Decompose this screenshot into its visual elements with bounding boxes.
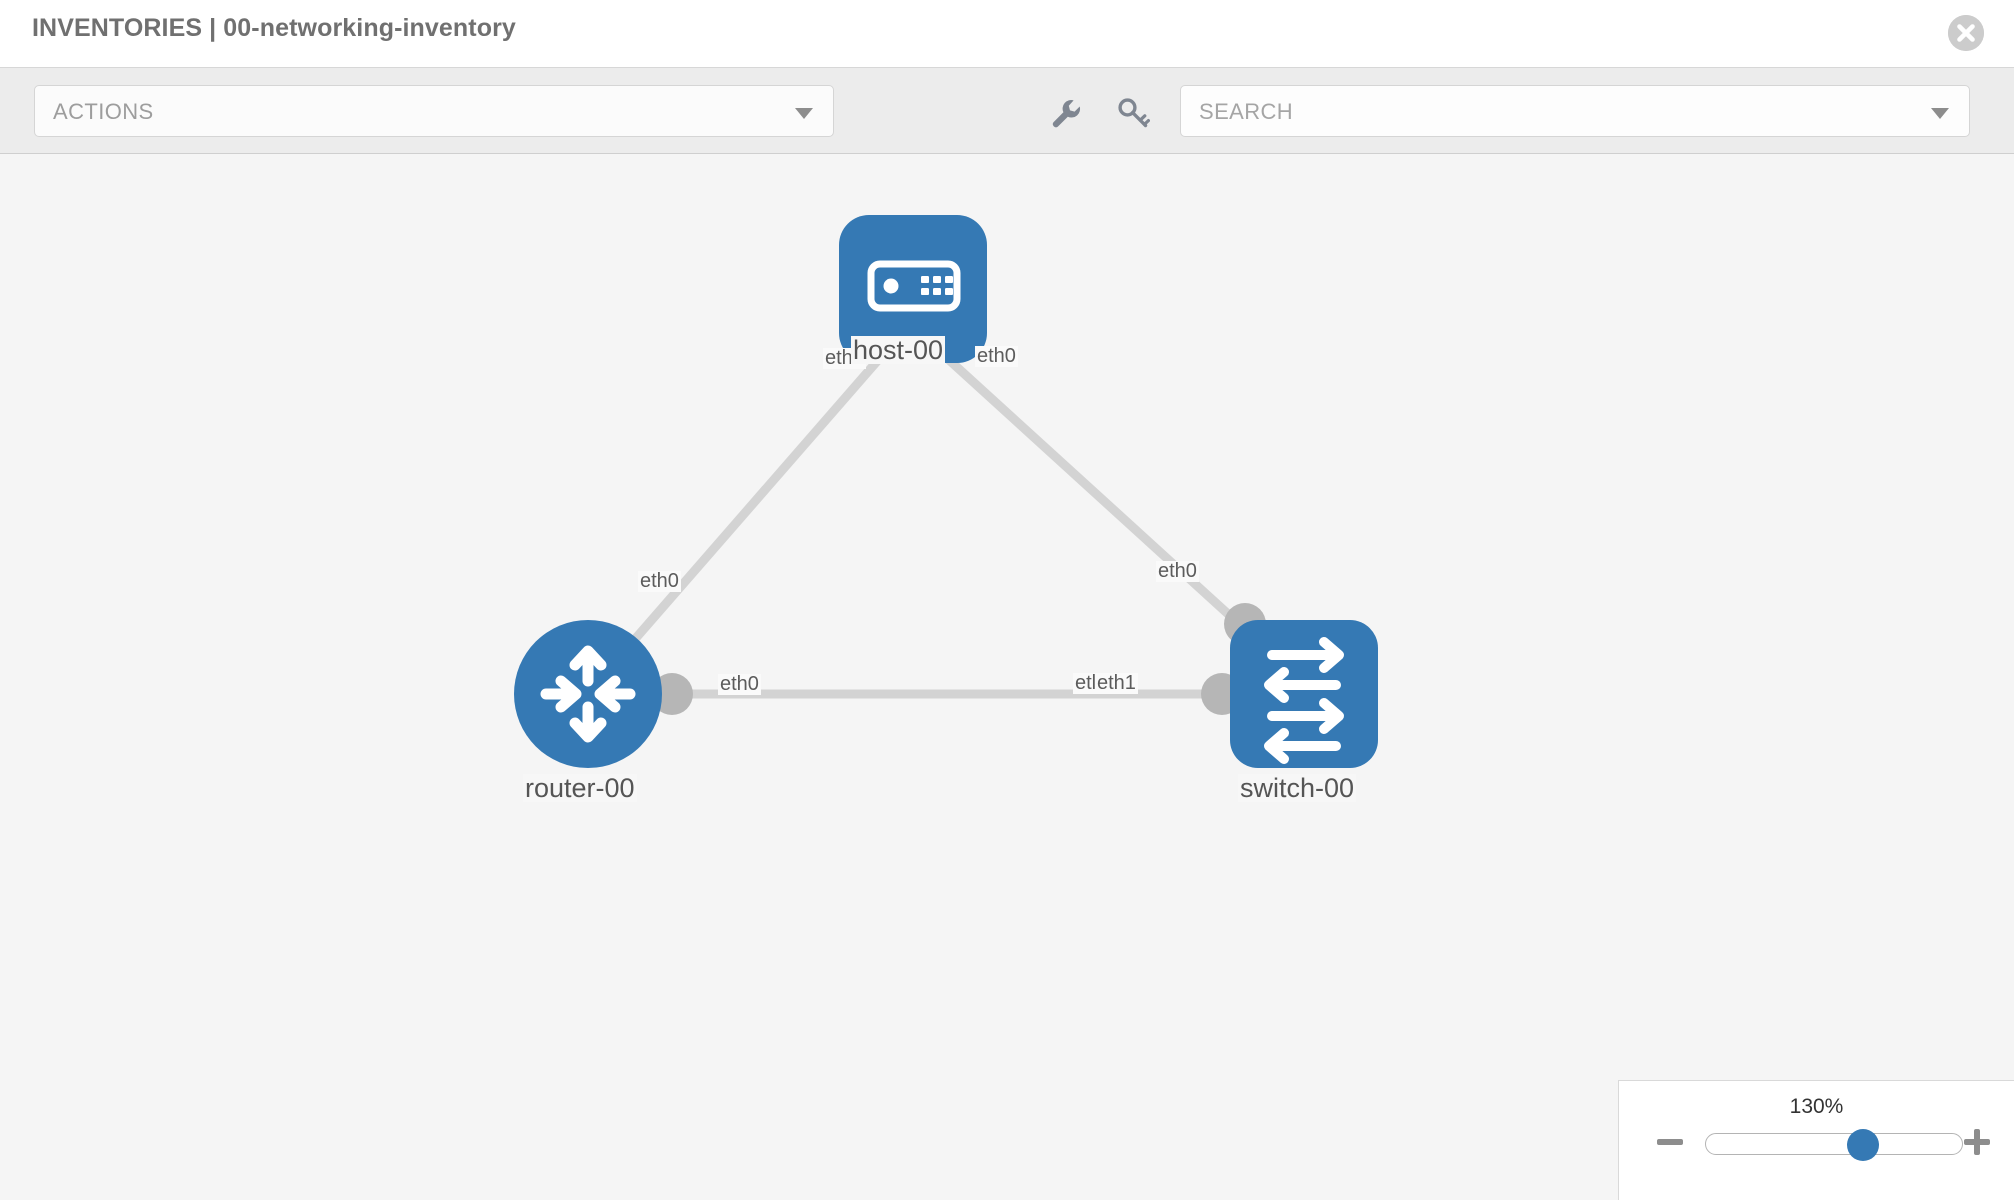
topology-links xyxy=(618,355,1276,699)
router-icon xyxy=(540,645,636,743)
node-switch-00 xyxy=(1230,620,1378,768)
iface-label: eth0 xyxy=(975,345,1018,367)
search-input[interactable]: SEARCH xyxy=(1180,85,1970,137)
topology-graph xyxy=(514,215,1378,768)
node-router-00 xyxy=(514,620,662,768)
page-header: INVENTORIES | 00-networking-inventory xyxy=(0,0,2014,68)
node-label-switch-00: switch-00 xyxy=(1238,773,1357,803)
minus-icon[interactable] xyxy=(1655,1127,1685,1157)
iface-label: eth0 xyxy=(638,570,681,592)
iface-label: eth1 xyxy=(1095,672,1138,694)
zoom-control: 130% xyxy=(1618,1080,2014,1200)
zoom-slider-thumb[interactable] xyxy=(1847,1129,1879,1161)
key-icon[interactable] xyxy=(1116,96,1150,130)
close-icon[interactable] xyxy=(1948,15,1984,51)
link-host00-router00 xyxy=(618,356,883,657)
iface-label: eth0 xyxy=(1156,560,1199,582)
page-title: INVENTORIES | 00-networking-inventory xyxy=(32,14,516,42)
chevron-down-icon xyxy=(795,108,813,119)
link-host00-switch00 xyxy=(944,355,1276,658)
node-label-router-00: router-00 xyxy=(523,773,637,803)
zoom-slider[interactable] xyxy=(1705,1129,1963,1161)
switch-icon xyxy=(1264,637,1344,764)
zoom-percent-label: 130% xyxy=(1789,1095,1844,1118)
actions-dropdown[interactable]: ACTIONS xyxy=(34,85,834,137)
actions-dropdown-label: ACTIONS xyxy=(53,99,154,124)
node-label-host-00: host-00 xyxy=(851,335,946,365)
search-placeholder: SEARCH xyxy=(1199,99,1294,124)
connector-router00-east xyxy=(651,673,693,715)
iface-label: etl xyxy=(1073,672,1099,694)
toolbar: ACTIONS SEARCH xyxy=(0,68,2014,154)
chevron-down-icon xyxy=(1931,108,1949,119)
server-icon xyxy=(867,260,961,312)
wrench-icon[interactable] xyxy=(1048,96,1082,130)
topology-canvas[interactable]: eth0 eth0 eth0 eth0 eth0 etl eth1 router… xyxy=(0,154,2014,1200)
iface-label: eth0 xyxy=(718,673,761,695)
plus-icon[interactable] xyxy=(1962,1127,1992,1157)
node-host-00 xyxy=(839,215,987,363)
